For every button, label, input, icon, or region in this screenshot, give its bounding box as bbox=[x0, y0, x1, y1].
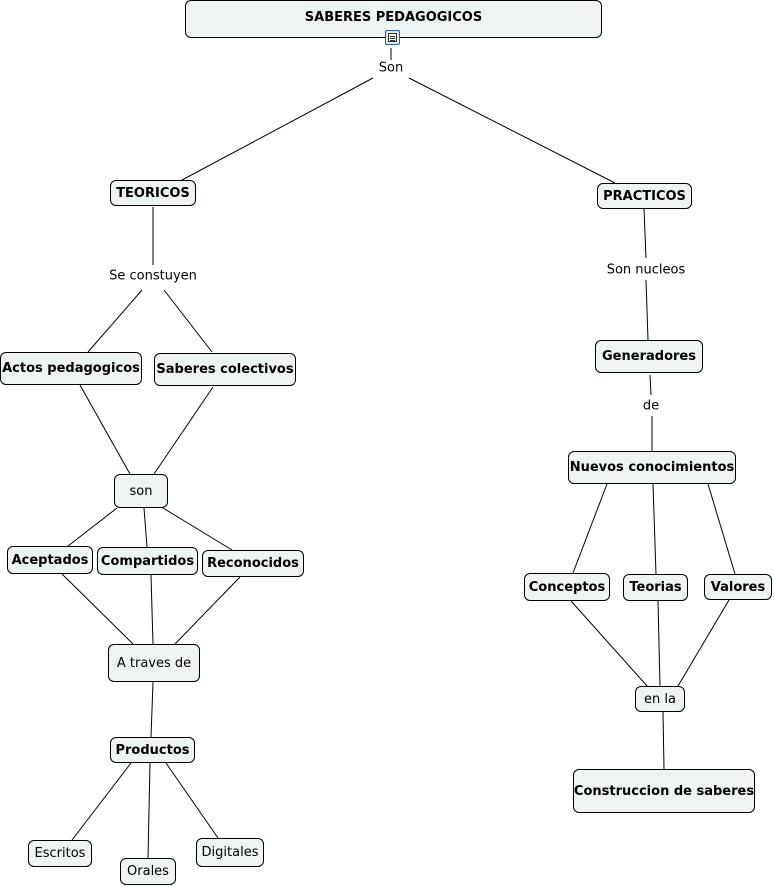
node-orales[interactable]: Orales bbox=[120, 858, 176, 885]
edge bbox=[143, 507, 148, 548]
node-conceptos[interactable]: Conceptos bbox=[524, 573, 610, 601]
node-digitales[interactable]: Digitales bbox=[196, 838, 264, 867]
edge bbox=[662, 711, 665, 770]
edge bbox=[67, 507, 118, 547]
document-icon[interactable] bbox=[385, 30, 400, 45]
edge bbox=[572, 483, 608, 574]
edge bbox=[677, 599, 730, 687]
edge bbox=[643, 208, 647, 259]
node-construccion-de-saberes[interactable]: Construccion de saberes bbox=[573, 769, 755, 813]
node-son[interactable]: son bbox=[114, 474, 168, 508]
edge bbox=[165, 762, 219, 839]
node-a-traves-de[interactable]: A traves de bbox=[108, 644, 200, 682]
edge bbox=[707, 483, 736, 575]
node-teorias[interactable]: Teorias bbox=[623, 574, 688, 601]
edge bbox=[162, 507, 233, 551]
edge bbox=[652, 483, 657, 575]
node-generadores[interactable]: Generadores bbox=[595, 340, 703, 373]
edge bbox=[87, 289, 143, 353]
edge bbox=[649, 374, 652, 396]
edge bbox=[147, 762, 151, 859]
link-label-son-nucleos: Son nucleos bbox=[605, 262, 687, 278]
node-actos-pedagogicos[interactable]: Actos pedagogicos bbox=[0, 352, 142, 385]
edge bbox=[645, 279, 649, 341]
node-nuevos-conocimientos[interactable]: Nuevos conocimientos bbox=[568, 451, 736, 484]
edge bbox=[79, 384, 131, 475]
node-valores[interactable]: Valores bbox=[704, 574, 772, 600]
edge bbox=[71, 762, 132, 841]
node-productos[interactable]: Productos bbox=[110, 737, 195, 763]
edge bbox=[408, 77, 616, 184]
edge bbox=[163, 289, 213, 353]
link-label-se-constuyen: Se constuyen bbox=[108, 268, 198, 284]
edge bbox=[657, 600, 661, 687]
node-reconocidos[interactable]: Reconocidos bbox=[202, 550, 304, 577]
node-practicos[interactable]: PRACTICOS bbox=[597, 183, 692, 209]
edge bbox=[174, 576, 241, 645]
node-escritos[interactable]: Escritos bbox=[28, 840, 92, 867]
node-teoricos[interactable]: TEORICOS bbox=[110, 180, 196, 206]
edge bbox=[150, 574, 154, 645]
edge bbox=[153, 386, 214, 475]
edge bbox=[570, 600, 649, 688]
node-aceptados[interactable]: Aceptados bbox=[7, 546, 93, 574]
link-label-de: de bbox=[641, 398, 661, 414]
edge bbox=[61, 573, 134, 645]
node-compartidos[interactable]: Compartidos bbox=[97, 547, 198, 575]
node-en-la[interactable]: en la bbox=[635, 686, 685, 712]
link-label-son: Son bbox=[377, 60, 405, 76]
edge bbox=[181, 77, 374, 181]
node-saberes-colectivos[interactable]: Saberes colectivos bbox=[154, 353, 296, 386]
edge bbox=[150, 681, 154, 738]
